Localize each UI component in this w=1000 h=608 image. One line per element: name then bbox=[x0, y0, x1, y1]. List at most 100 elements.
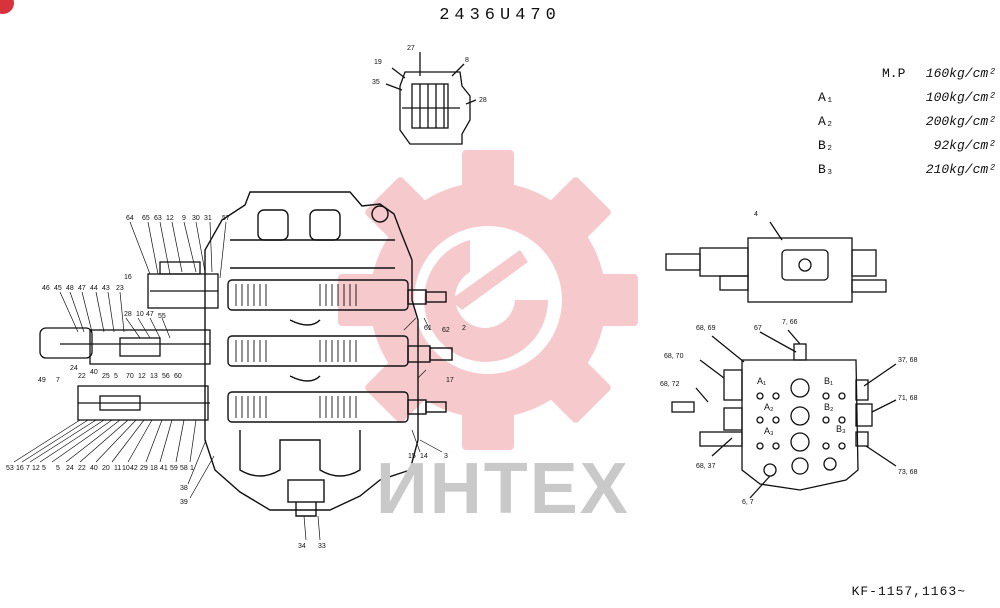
part-label: 55 bbox=[158, 313, 166, 320]
part-label: 53 bbox=[6, 465, 14, 472]
part-label: 20 bbox=[102, 465, 110, 472]
part-label: 68, 72 bbox=[660, 381, 680, 388]
spec-value: 210kg/cm² bbox=[925, 162, 996, 177]
part-label: 47 bbox=[78, 285, 86, 292]
part-label: 40 bbox=[90, 465, 98, 472]
part-label: 4 bbox=[754, 211, 758, 218]
detail-label: 27 bbox=[407, 45, 415, 52]
part-label: 13 bbox=[150, 373, 158, 380]
page-title: 2436U470 bbox=[439, 6, 561, 25]
spec-value: 160kg/cm² bbox=[925, 66, 996, 81]
part-label: 56 bbox=[162, 373, 170, 380]
part-label: 12 bbox=[32, 465, 40, 472]
spec-row: B₃ 210kg/cm² bbox=[810, 162, 1000, 182]
part-label: 68, 37 bbox=[696, 463, 716, 470]
part-label: 5 bbox=[114, 373, 118, 380]
part-label: 71, 68 bbox=[898, 395, 918, 402]
watermark-text: ИНТЕХ bbox=[376, 449, 630, 529]
part-label: 15 bbox=[408, 453, 416, 460]
part-label: 9 bbox=[182, 215, 186, 222]
valve-body bbox=[204, 191, 453, 517]
part-label: 5 bbox=[42, 465, 46, 472]
part-label: 46 bbox=[42, 285, 50, 292]
part-label: 7 bbox=[26, 465, 30, 472]
port-label: A₁ bbox=[757, 376, 766, 386]
part-label: 67 bbox=[754, 325, 762, 332]
part-label: 62 bbox=[442, 327, 450, 334]
part-label: 39 bbox=[180, 499, 188, 506]
part-label: 48 bbox=[66, 285, 74, 292]
spec-row: A₂ 200kg/cm² bbox=[810, 114, 1000, 134]
part-label: 29 bbox=[140, 465, 148, 472]
leader-lines bbox=[13, 221, 443, 541]
spool-springs bbox=[235, 284, 357, 418]
part-label: 25 bbox=[102, 373, 110, 380]
part-label: 14 bbox=[420, 453, 428, 460]
part-label: 58 bbox=[180, 465, 188, 472]
part-label: 10 bbox=[122, 465, 130, 472]
part-label: 12 bbox=[166, 215, 174, 222]
detail-label: 8 bbox=[465, 57, 469, 64]
side-view bbox=[665, 221, 887, 303]
part-label: 16 bbox=[124, 274, 132, 281]
spec-value: 200kg/cm² bbox=[925, 114, 996, 129]
part-label: 1 bbox=[190, 465, 194, 472]
part-label: 60 bbox=[174, 373, 182, 380]
part-label: 37, 68 bbox=[898, 357, 918, 364]
spec-row: B₂ 92kg/cm² bbox=[810, 138, 1000, 158]
part-label: 31 bbox=[204, 215, 212, 222]
left-actuators bbox=[39, 261, 219, 421]
part-label: 64 bbox=[126, 215, 134, 222]
part-label: 22 bbox=[78, 373, 86, 380]
port-label: B₃ bbox=[836, 424, 846, 434]
detail-view bbox=[385, 52, 477, 145]
part-label: 61 bbox=[424, 325, 432, 332]
part-label: 33 bbox=[318, 543, 326, 550]
part-label: 17 bbox=[446, 377, 454, 384]
part-label: 40 bbox=[90, 369, 98, 376]
part-label: 10 bbox=[136, 311, 144, 318]
part-label: 16 bbox=[16, 465, 24, 472]
part-label: 18 bbox=[150, 465, 158, 472]
part-label: 68, 69 bbox=[696, 325, 716, 332]
spec-name: M.P bbox=[882, 66, 906, 81]
part-label: 34 bbox=[298, 543, 306, 550]
part-label: 22 bbox=[78, 465, 86, 472]
port-label: A₃ bbox=[764, 426, 774, 436]
detail-label: 28 bbox=[479, 97, 487, 104]
main-labels: 64 65 63 12 9 30 31 57 16 46 45 48 47 44… bbox=[6, 215, 466, 550]
part-label: 3 bbox=[444, 453, 448, 460]
part-label: 2 bbox=[462, 325, 466, 332]
part-label: 70 bbox=[126, 373, 134, 380]
part-label: 44 bbox=[90, 285, 98, 292]
part-label: 42 bbox=[130, 465, 138, 472]
spec-name: A₂ bbox=[818, 114, 834, 129]
part-label: 73, 68 bbox=[898, 469, 918, 476]
port-label: A₂ bbox=[764, 402, 774, 412]
part-label: 65 bbox=[142, 215, 150, 222]
part-label: 45 bbox=[54, 285, 62, 292]
spec-row: M.P 160kg/cm² bbox=[810, 66, 1000, 86]
drawing-code: KF-1157,1163~ bbox=[851, 584, 966, 599]
part-label: 30 bbox=[192, 215, 200, 222]
part-label: 6, 7 bbox=[742, 499, 754, 506]
part-label: 57 bbox=[222, 215, 230, 222]
watermark-gear-icon bbox=[338, 150, 638, 450]
spec-name: A₁ bbox=[818, 90, 834, 105]
port-label: B₂ bbox=[824, 402, 834, 412]
part-label: 24 bbox=[66, 465, 74, 472]
detail-label: 35 bbox=[372, 79, 380, 86]
part-label: 23 bbox=[116, 285, 124, 292]
part-label: 59 bbox=[170, 465, 178, 472]
front-view bbox=[671, 329, 897, 499]
spec-row: A₁ 100kg/cm² bbox=[810, 90, 1000, 110]
spec-name: B₂ bbox=[818, 138, 834, 153]
part-label: 12 bbox=[138, 373, 146, 380]
part-label: 41 bbox=[160, 465, 168, 472]
part-label: 7, 66 bbox=[782, 319, 798, 326]
part-label: 28 bbox=[124, 311, 132, 318]
corner-badge bbox=[0, 0, 14, 14]
part-label: 68, 70 bbox=[664, 353, 684, 360]
port-label: B₁ bbox=[824, 376, 833, 386]
part-label: 63 bbox=[154, 215, 162, 222]
